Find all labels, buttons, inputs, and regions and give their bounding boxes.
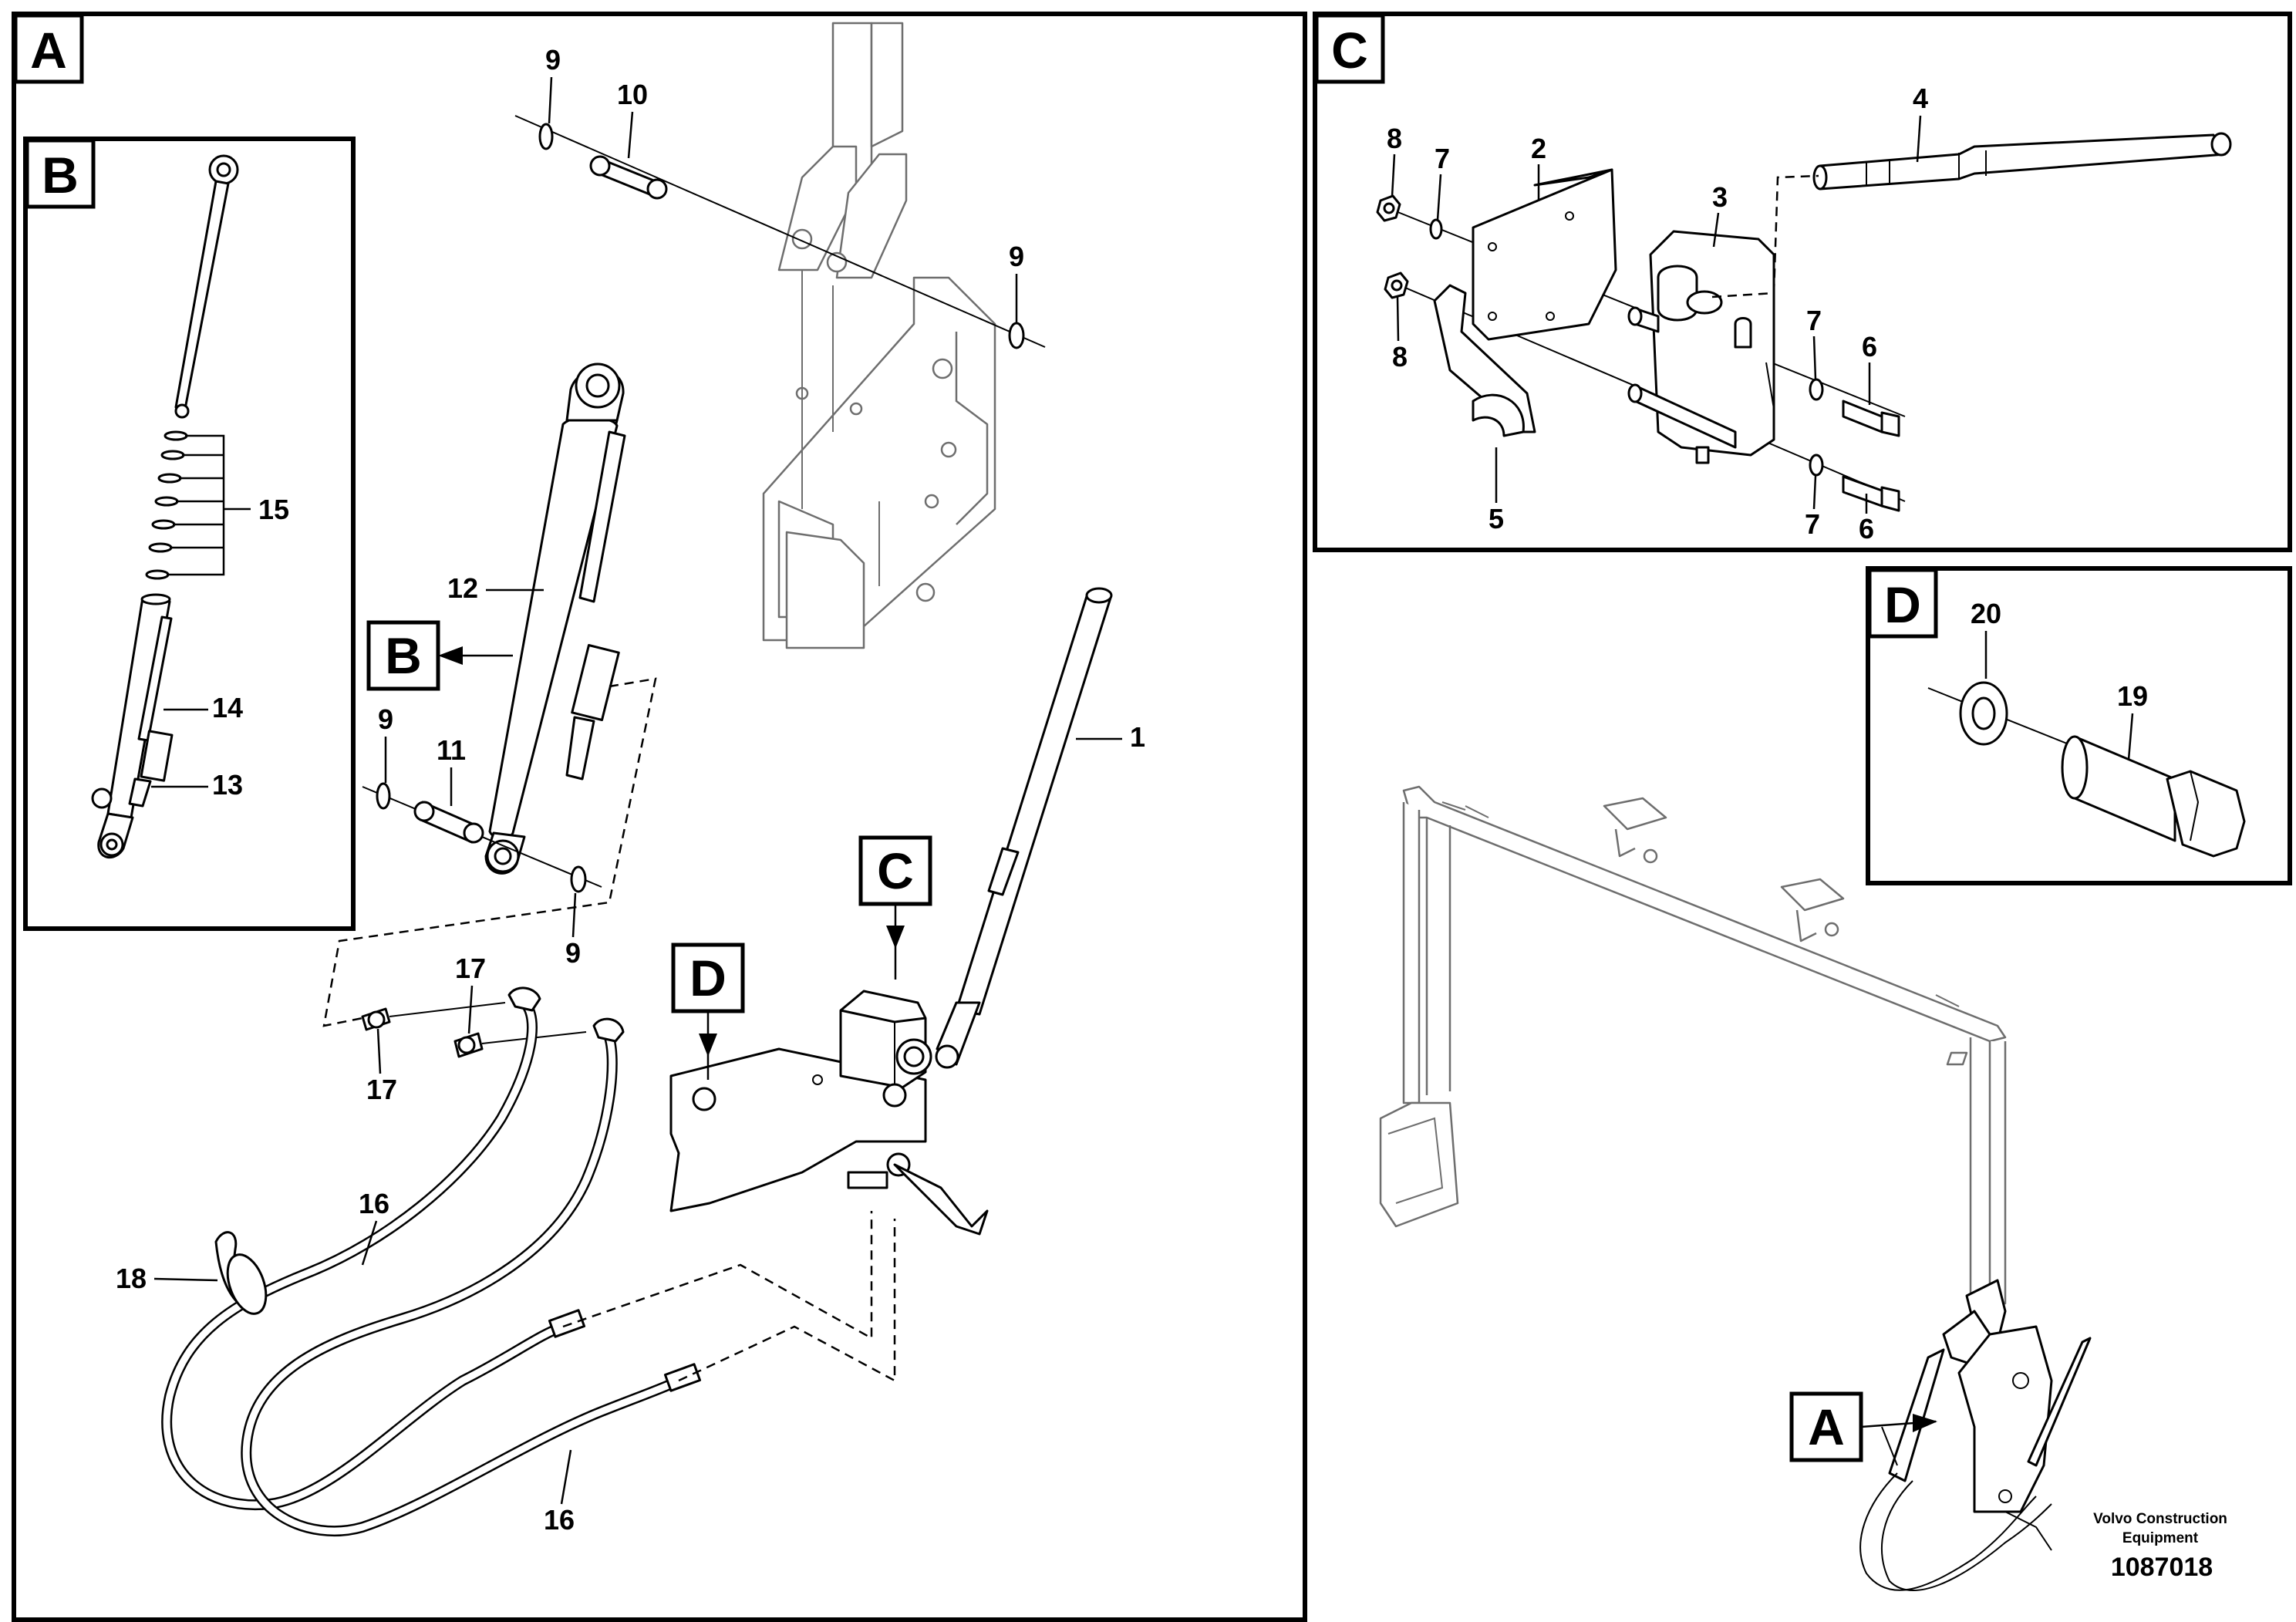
label-10: 10 <box>617 79 648 110</box>
washer-7-right-top <box>1809 378 1824 401</box>
label-7-right-top: 7 <box>1806 305 1822 336</box>
label-1: 1 <box>1130 721 1145 753</box>
bolt-6-bottom <box>1842 475 1900 512</box>
washer-20 <box>1959 681 2008 746</box>
plate-2 <box>1472 168 1617 341</box>
callout-d: D <box>689 949 727 1007</box>
label-9-top: 9 <box>545 44 561 76</box>
nut-8-top <box>1376 194 1401 222</box>
label-13: 13 <box>212 769 243 801</box>
valve-3 <box>1649 230 1775 464</box>
panel-a: A <box>12 12 1307 1622</box>
label-11: 11 <box>437 734 466 766</box>
hose-16 <box>161 986 702 1537</box>
panel-b: B 15 14 13 <box>23 137 356 931</box>
panel-d: D 20 19 <box>1866 566 2292 885</box>
pin-10 <box>589 155 668 200</box>
label-9-right: 9 <box>1009 241 1024 272</box>
frame-upright <box>762 22 996 649</box>
pin-11 <box>413 801 484 844</box>
label-9-bottom: 9 <box>565 937 581 969</box>
label-16-bottom: 16 <box>544 1504 575 1536</box>
label-17-top: 17 <box>455 953 486 984</box>
lever-4 <box>1812 132 2232 191</box>
circlip-9-left <box>376 782 391 810</box>
label-3: 3 <box>1712 181 1728 213</box>
panel-b-letter: B <box>42 147 79 204</box>
cable-tie-18 <box>214 1231 268 1315</box>
callout-b: B <box>385 627 422 684</box>
nut-8-bottom <box>1384 271 1409 299</box>
valve-bracket-assembly <box>669 990 989 1236</box>
panel-d-letter: D <box>1884 576 1921 633</box>
fitting-17-right <box>453 1032 484 1058</box>
label-8-bottom: 8 <box>1392 341 1408 373</box>
label-18: 18 <box>116 1263 147 1294</box>
circlip-9-top-right <box>1008 322 1025 349</box>
bolt-6-top <box>1842 400 1900 437</box>
lever-1 <box>935 587 1113 1069</box>
label-9-left: 9 <box>378 703 393 735</box>
callout-c: C <box>877 842 914 899</box>
label-19: 19 <box>2117 680 2148 712</box>
label-2: 2 <box>1531 133 1546 164</box>
label-6-bottom: 6 <box>1859 513 1874 545</box>
cylinder-12 <box>484 363 626 875</box>
washer-7-right-bottom <box>1809 454 1824 477</box>
circlip-9-right <box>570 865 587 893</box>
panel-c: C <box>1313 12 2292 552</box>
label-17-bottom: 17 <box>366 1074 397 1105</box>
label-15: 15 <box>258 494 289 525</box>
panel-a-letter: A <box>30 22 67 79</box>
cylinder-exploded <box>91 154 239 859</box>
label-12: 12 <box>447 572 478 604</box>
label-20: 20 <box>1971 598 2001 629</box>
footer: Volvo Construction Equipment 1087018 <box>2093 1511 2227 1582</box>
label-5: 5 <box>1489 503 1504 534</box>
label-4: 4 <box>1913 83 1928 114</box>
panel-c-letter: C <box>1331 22 1368 79</box>
label-8-top: 8 <box>1387 123 1402 154</box>
callout-a: A <box>1808 1398 1845 1455</box>
circlip-9-top-left <box>538 123 554 150</box>
label-6-top: 6 <box>1862 331 1877 363</box>
washer-7-top <box>1429 218 1443 240</box>
fitting-17-left <box>361 1007 391 1031</box>
bracket-5 <box>1433 284 1536 437</box>
label-7-top: 7 <box>1435 143 1450 174</box>
document-number: 1087018 <box>2111 1553 2213 1582</box>
label-16-top: 16 <box>359 1188 389 1219</box>
label-7-right-bottom: 7 <box>1805 508 1820 540</box>
overview-frame: A <box>1379 785 2092 1591</box>
bolt-19 <box>2061 735 2246 858</box>
label-14: 14 <box>212 692 243 723</box>
company-name-line1: Volvo Construction <box>2093 1511 2227 1527</box>
company-name-line2: Equipment <box>2122 1530 2199 1546</box>
